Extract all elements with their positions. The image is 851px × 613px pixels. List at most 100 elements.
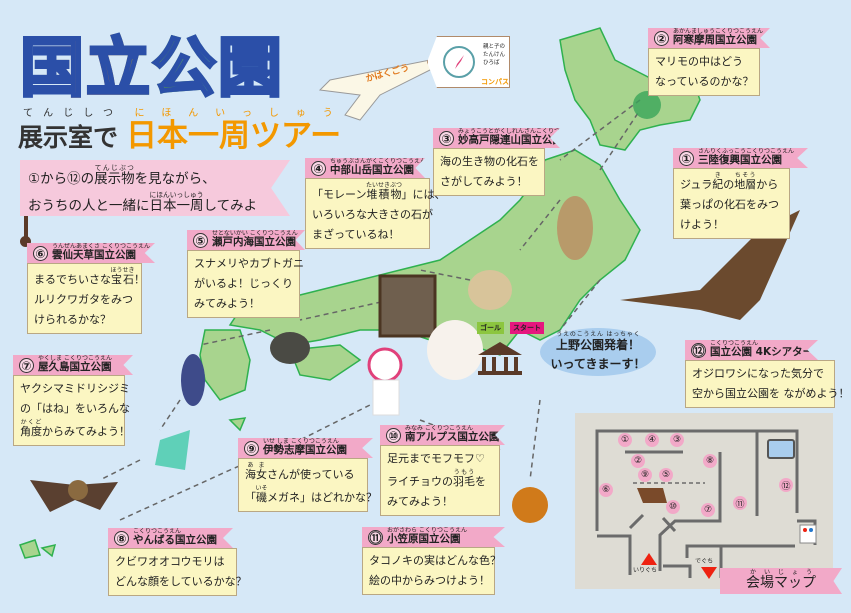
park-description: スナメリやカブトガニがいるよ！じっくりみてみよう！ xyxy=(187,250,304,318)
text-line: まざっているね！ xyxy=(312,225,423,245)
child-diver-illustration xyxy=(367,347,403,383)
text-segment: なっているのかな？ xyxy=(655,75,754,88)
text-line: さがしてみよう！ xyxy=(440,172,538,192)
text-segment: タコノキの実はどんな色？ xyxy=(369,554,501,567)
park-description: 足元までモフモフ♡ ライチョウの羽毛うもうをみてみよう！ xyxy=(380,445,500,516)
compass-tag: 親と子のたんけんひろば コンパス xyxy=(427,36,510,88)
text-line: ジュラ紀きの地層ちそうから xyxy=(680,172,783,195)
text-segment: の xyxy=(723,178,735,191)
venue-booth: ③ xyxy=(670,433,684,447)
park-description: オジロワシになった気分で空から国立公園を ながめよう！ xyxy=(685,360,850,408)
text-segment: 」には、 xyxy=(401,188,446,201)
venue-booth: ② xyxy=(631,454,645,468)
title-logo: 国立公園 xyxy=(19,32,284,106)
restroom-icon xyxy=(799,524,817,544)
text-line: どんな顔をしているかな？ xyxy=(115,572,247,592)
text-segment: ヤクシマミドリシジミ xyxy=(20,382,130,395)
ruby-text: 羽毛うもう xyxy=(453,469,475,488)
venue-booth: ⑨ xyxy=(638,468,652,482)
park-description: 海女あまさんが使っている「磯いそメガネ」はどれかな？ xyxy=(238,458,377,512)
museum-icon xyxy=(478,342,522,375)
text-line: おうちの人と一緒に日本一周にほんいっしゅうしてみよう！ xyxy=(28,191,282,238)
text-segment: からみてみよう！ xyxy=(42,425,130,438)
park-name: みょうこうとがくしれんざんこくりつこうえん妙高戸隠連山国立公園 xyxy=(458,128,563,148)
text-line: 角度かくどからみてみよう！ xyxy=(20,419,130,442)
subtitle-highlight-ruby: にほんいっしゅう xyxy=(126,108,342,119)
park-name: みなみ こくりつこうえん南アルプス国立公園 xyxy=(405,425,499,445)
ueno-line1: 上野公園発着！ xyxy=(555,338,640,352)
text-segment: けよう！ xyxy=(680,218,724,231)
park-number: ⑦ xyxy=(19,358,34,373)
text-segment: クビワオオコウモリは xyxy=(115,555,225,568)
text-line: なっているのかな？ xyxy=(655,72,753,92)
text-line: 葉っぱの化石をみつ xyxy=(680,195,783,215)
park-name-text: 三陸復興国立公園 xyxy=(698,154,782,166)
text-line: ライチョウの羽毛うもうを xyxy=(387,469,493,492)
text-segment: みてみよう！ xyxy=(194,297,260,310)
park-callout: ⑤ せとないかい こくりつこうえん瀬戸内海国立公園スナメリやカブトガニがいるよ！じ… xyxy=(187,230,305,318)
moraine-photo xyxy=(378,274,437,338)
park-name-text: 阿寒摩周国立公園 xyxy=(673,34,757,46)
text-segment: してみよう！ xyxy=(28,198,258,238)
park-number: ② xyxy=(654,31,669,46)
text-segment: まざっているね！ xyxy=(312,228,400,241)
ruby-text: 展示物てんじぶつ xyxy=(94,164,135,187)
text-segment: さがしてみよう！ xyxy=(440,175,528,188)
ruby-text: 堆積物たいせきぶつ xyxy=(365,182,402,201)
park-description: マリモの中はどうなっているのかな？ xyxy=(648,48,760,96)
park-name: ちゅうぶさんがくこくりつこうえん中部山岳国立公園 xyxy=(330,158,425,178)
venue-map-label: 会場マップかいじょう xyxy=(720,568,842,594)
park-header: ⑦ やくしま こくりつこうえん屋久島国立公園 xyxy=(13,355,133,375)
venue-booth: ⑤ xyxy=(659,468,673,482)
park-number: ⑪ xyxy=(368,530,383,545)
park-number: ⑤ xyxy=(193,233,208,248)
park-description: 海の生き物の化石をさがしてみよう！ xyxy=(433,148,545,196)
venue-booth: ⑧ xyxy=(703,454,717,468)
marimo-illustration xyxy=(633,91,661,119)
text-line: 「モレーン堆積物たいせきぶつ」には、 xyxy=(312,182,445,205)
exit-label: でぐち xyxy=(695,558,714,565)
park-name: こくりつこうえんやんばる国立公園 xyxy=(133,528,217,548)
park-name-text: 屋久島国立公園 xyxy=(38,361,112,373)
park-header: ⑧ こくりつこうえんやんばる国立公園 xyxy=(108,528,233,548)
park-description: タコノキの実はどんな色？絵の中からみつけよう！ xyxy=(362,547,501,595)
park-reading: やくしま こくりつこうえん xyxy=(38,355,112,362)
entrance-label: いりぐち xyxy=(633,567,658,574)
text-segment: いろいろな大きさの石が xyxy=(312,208,433,221)
text-line: ①から⑫の展示物てんじぶつを見ながら、 xyxy=(28,164,282,191)
text-line: スナメリやカブトガニ xyxy=(194,254,304,274)
ruby-text: 磯いそ xyxy=(255,485,268,504)
venue-map: ① ④ ③ ② ⑧ ⑨ ⑤ ⑥ ⑫ ⑩ ⑦ ⑪ いりぐち でぐち xyxy=(575,413,833,589)
park-reading: せとないかい こくりつこうえん xyxy=(212,230,298,237)
text-segment: おうちの人と一緒に xyxy=(28,198,150,214)
park-name-text: 妙高戸隠連山国立公園 xyxy=(458,134,563,146)
text-line: けられるかな？ xyxy=(34,310,135,330)
park-reading: うんぜんあまくさ こくりつこうえん xyxy=(52,243,150,250)
venue-booth: ⑫ xyxy=(779,478,793,492)
text-line: みてみよう！ xyxy=(387,492,493,512)
text-segment: から xyxy=(756,178,779,191)
park-name-text: 雲仙天草国立公園 xyxy=(52,249,136,261)
ueno-bubble: 上野公園発着！うえのこうえん はっちゃくいってきまーす！ xyxy=(540,328,656,376)
text-line: まるでちいさな宝石ほうせき！ xyxy=(34,267,145,290)
butterfly-illustration xyxy=(155,430,190,470)
park-reading: ちゅうぶさんがくこくりつこうえん xyxy=(330,158,427,165)
goal-flag: ゴール xyxy=(477,322,504,334)
park-reading: いせ しま こくりつこうえん xyxy=(263,438,339,445)
text-segment: 足元までモフモフ♡ xyxy=(387,452,485,465)
park-name: せとないかい こくりつこうえん瀬戸内海国立公園 xyxy=(212,230,298,250)
park-reading: こくりつこうえん xyxy=(133,528,182,535)
text-segment: 海の生き物の化石を xyxy=(440,155,539,168)
park-number: ① xyxy=(679,151,694,166)
park-number: ⑧ xyxy=(114,531,129,546)
venue-map-label-ruby: かいじょう xyxy=(746,569,816,576)
honshu xyxy=(228,149,641,356)
venue-booth: ⑩ xyxy=(666,500,680,514)
